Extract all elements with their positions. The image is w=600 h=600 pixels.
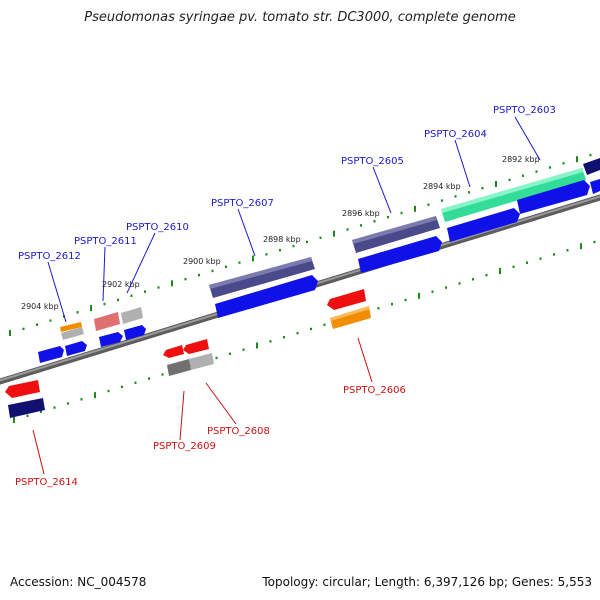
gene-label-2610[interactable]: PSPTO_2610: [126, 222, 189, 233]
cds-2610[interactable]: [121, 307, 143, 324]
kbp-label-2892: 2892 kbp: [502, 155, 540, 164]
cds-blue-2604b[interactable]: [517, 180, 590, 214]
cds-2614-red[interactable]: [5, 380, 40, 398]
cds-2608[interactable]: [189, 353, 214, 370]
leader-lines: [32, 116, 541, 475]
kbp-label-2900: 2900 kbp: [183, 257, 221, 266]
gene-label-2606[interactable]: PSPTO_2606: [343, 385, 406, 396]
cds-2609[interactable]: [167, 359, 191, 376]
cds-2612-gray[interactable]: [61, 327, 84, 340]
gene-label-2612[interactable]: PSPTO_2612: [18, 251, 81, 262]
forward-tick-row: [9, 153, 592, 336]
kbp-label-2902: 2902 kbp: [102, 280, 140, 289]
cds-navy-topright[interactable]: [583, 158, 600, 175]
cds-blue-2607[interactable]: [215, 275, 318, 318]
gene-labels: PSPTO_2603 PSPTO_2604 PSPTO_2605 PSPTO_2…: [15, 105, 556, 488]
kbp-labels: 2892 kbp 2894 kbp 2896 kbp 2898 kbp 2900…: [21, 155, 540, 311]
cds-2608-red-small[interactable]: [163, 345, 184, 358]
cds-2612[interactable]: [60, 322, 82, 332]
cds-blue-2604a[interactable]: [447, 208, 520, 242]
gene-label-2604[interactable]: PSPTO_2604: [424, 129, 487, 140]
gene-label-2607[interactable]: PSPTO_2607: [211, 198, 274, 209]
cds-blue-small-3[interactable]: [65, 341, 87, 356]
gene-label-2614[interactable]: PSPTO_2614: [15, 477, 78, 488]
gene-label-2611[interactable]: PSPTO_2611: [74, 236, 137, 247]
kbp-label-2904: 2904 kbp: [21, 302, 59, 311]
genome-title: Pseudomonas syringae pv. tomato str. DC3…: [84, 10, 516, 25]
accession-text: Accession: NC_004578: [10, 575, 147, 589]
cds-2603[interactable]: [590, 179, 600, 194]
cds-2606-red[interactable]: [327, 289, 366, 310]
cds-2611[interactable]: [94, 312, 120, 331]
gene-label-2603[interactable]: PSPTO_2603: [493, 105, 556, 116]
cds-blue-small-2[interactable]: [99, 332, 123, 347]
cds-2608-red[interactable]: [183, 339, 209, 354]
gene-label-2605[interactable]: PSPTO_2605: [341, 156, 404, 167]
cds-blue-small-4[interactable]: [38, 346, 64, 363]
gene-label-2608[interactable]: PSPTO_2608: [207, 426, 270, 437]
cds-blue-2605[interactable]: [358, 236, 442, 273]
cds-2614[interactable]: [8, 398, 45, 418]
kbp-label-2896: 2896 kbp: [342, 209, 380, 218]
gene-label-2609[interactable]: PSPTO_2609: [153, 441, 216, 452]
cds-blue-small-1[interactable]: [124, 325, 146, 340]
kbp-label-2898: 2898 kbp: [263, 235, 301, 244]
topology-text: Topology: circular; Length: 6,397,126 bp…: [262, 575, 592, 589]
gene-features: [5, 158, 600, 418]
kbp-label-2894: 2894 kbp: [423, 182, 461, 191]
